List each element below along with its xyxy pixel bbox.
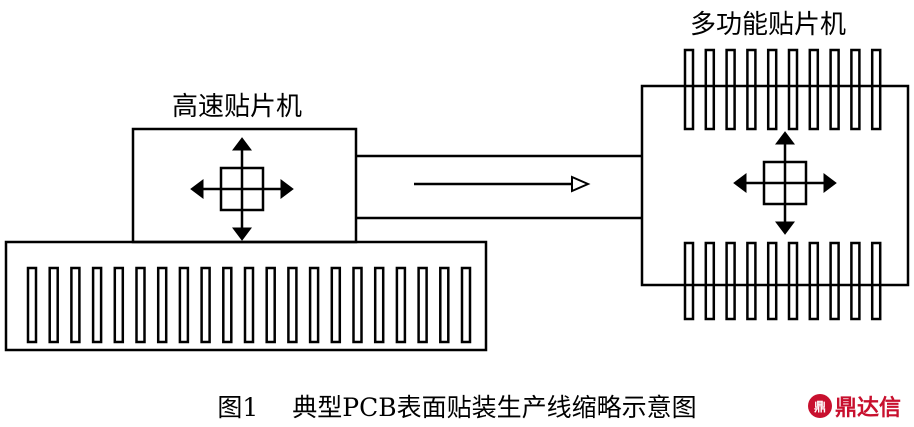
multi-bottom-feeder-slot-8 <box>829 241 840 321</box>
figure-number: 图1 <box>217 393 259 422</box>
high-speed-feeder-slot-21 <box>460 266 472 344</box>
high-speed-feeder-slot-13 <box>287 266 298 344</box>
high-speed-feeder-slot-8 <box>178 266 190 344</box>
multi-top-feeder-slot-3 <box>725 48 736 131</box>
multi-bottom-feeder-slot-7 <box>808 241 820 321</box>
high-speed-feeder-slot-14 <box>308 266 320 344</box>
high-speed-feeder-slot-2 <box>48 266 59 344</box>
multi-bottom-feeder-slot-5 <box>766 241 778 321</box>
multi-top-feeder-slot-9 <box>850 48 861 131</box>
high-speed-feeder-slot-1 <box>26 266 38 344</box>
high-speed-feeder-slot-4 <box>91 266 103 344</box>
multi-function-four-way-arrow-icon-arrowhead-left <box>733 173 747 193</box>
high-speed-feeder-slot-6 <box>135 266 146 344</box>
figure-caption: 图1 典型PCB表面贴装生产线缩略示意图 <box>0 388 914 424</box>
multi-bottom-feeder-slot-2 <box>704 241 716 321</box>
high-speed-feeder-slot-11 <box>243 266 255 344</box>
high-speed-feeder-slot-9 <box>200 266 211 344</box>
high-speed-feeder-slot-3 <box>70 266 81 344</box>
watermark-seal-icon: 鼎 <box>808 394 832 418</box>
multi-function-four-way-arrow-icon-arrowhead-right <box>823 173 837 193</box>
multi-top-feeder-slot-1 <box>683 48 695 131</box>
multi-function-four-way-arrow-icon-arrowhead-up <box>775 131 795 145</box>
multi-bottom-feeder-slot-9 <box>850 241 861 321</box>
multi-top-feeder-slot-10 <box>870 48 882 131</box>
high-speed-head-body <box>131 127 358 244</box>
high-speed-feeder-slot-19 <box>417 266 428 344</box>
high-speed-feeder-slot-12 <box>265 266 276 344</box>
multi-bottom-feeder-slot-3 <box>725 241 736 321</box>
multi-top-feeder-slot-2 <box>704 48 716 131</box>
high-speed-four-way-arrow-icon-arrowhead-down <box>232 227 252 241</box>
diagram-canvas <box>4 48 910 352</box>
figure-title: 典型PCB表面贴装生产线缩略示意图 <box>292 393 697 422</box>
multi-bottom-feeder-slot-4 <box>746 241 757 321</box>
high-speed-four-way-arrow-icon-arrowhead-left <box>190 179 204 199</box>
high-speed-feeder-slot-7 <box>156 266 168 344</box>
high-speed-feeder-slot-17 <box>373 266 385 344</box>
watermark: 鼎 鼎达信 <box>808 390 901 422</box>
multi-top-feeder-slot-7 <box>808 48 820 131</box>
multi-top-feeder-slot-4 <box>746 48 757 131</box>
multi-bottom-feeder-slot-10 <box>870 241 882 321</box>
high-speed-four-way-arrow-icon-arrowhead-up <box>232 137 252 151</box>
multi-bottom-feeder-slot-1 <box>683 241 695 321</box>
multi-function-mounter-label: 多功能贴片机 <box>690 10 847 40</box>
multi-bottom-feeder-slot-6 <box>787 241 799 321</box>
high-speed-four-way-arrow-icon-arrowhead-right <box>280 179 294 199</box>
high-speed-mounter-label: 高速贴片机 <box>172 92 303 122</box>
multi-top-feeder-slot-5 <box>766 48 778 131</box>
multi-top-feeder-slot-6 <box>787 48 799 131</box>
watermark-brand: 鼎达信 <box>835 396 902 421</box>
high-speed-feeder-slot-5 <box>113 266 125 344</box>
high-speed-feeder-slot-16 <box>352 266 363 344</box>
high-speed-feeder-slot-15 <box>330 266 342 344</box>
high-speed-feeder-slot-20 <box>439 266 450 344</box>
multi-top-feeder-slot-8 <box>829 48 840 131</box>
high-speed-feeder-slot-18 <box>395 266 407 344</box>
high-speed-feeder-slot-10 <box>222 266 233 344</box>
multi-function-four-way-arrow-icon-arrowhead-down <box>775 221 795 235</box>
flow-arrow-head-icon <box>571 175 591 193</box>
